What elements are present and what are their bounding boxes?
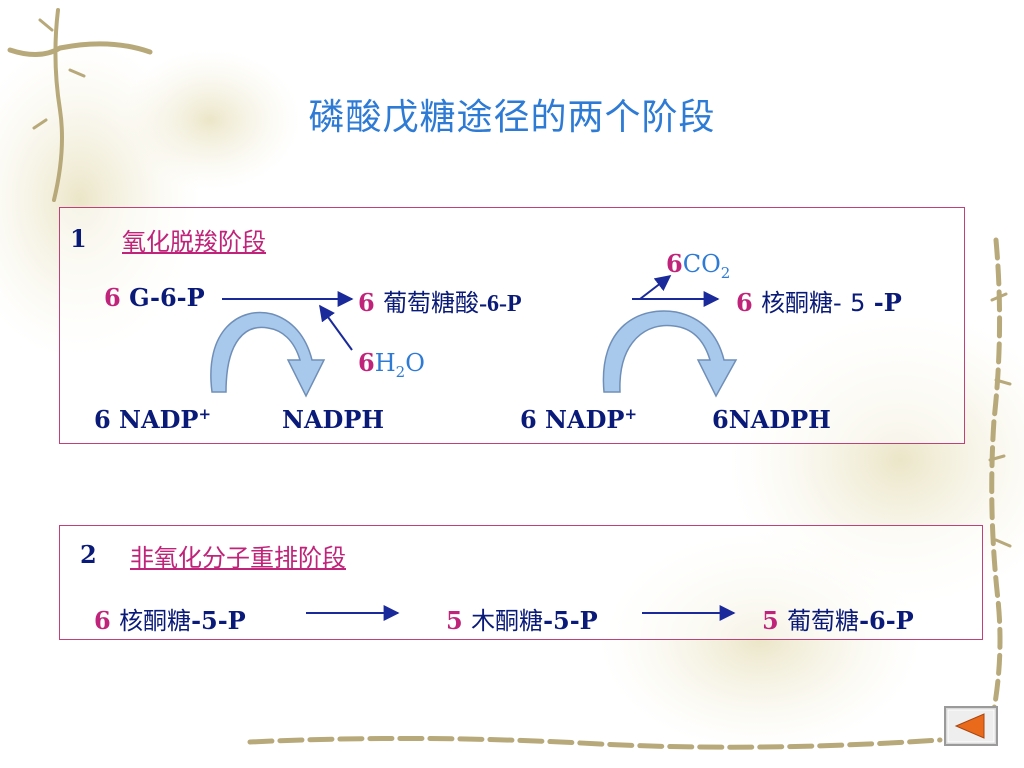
water-formula-b: O — [405, 349, 425, 377]
product-name-c: -P — [873, 288, 902, 317]
product-name-a: 核酮糖- — [761, 289, 842, 317]
stage1-heading: 氧化脱羧阶段 — [122, 228, 266, 256]
co2-sub: 2 — [720, 263, 731, 282]
stage1-reactant: 6 G-6-P — [104, 283, 205, 312]
reactant-name: G-6-P — [129, 283, 205, 312]
stage1-intermediate: 6 葡萄糖酸-6-P — [358, 283, 522, 318]
arrow-co2-out — [639, 275, 672, 300]
stage1-box — [59, 207, 965, 444]
stage2-heading: 非氧化分子重排阶段 — [130, 544, 346, 572]
stage2-step-3: 5 葡萄糖-6-P — [762, 606, 914, 635]
cofactor-nadp-1: 6 NADP+ — [94, 405, 212, 434]
stage1-co2: 6CO2 — [666, 249, 730, 282]
curved-arrow-left — [210, 311, 326, 398]
arrow-water-in — [319, 304, 353, 351]
stage2-step-2: 5 木酮糖-5-P — [446, 606, 598, 635]
intermediate-coef: 6 — [358, 288, 375, 317]
stage1-number: 1 — [70, 224, 87, 253]
water-formula-a: H — [374, 349, 396, 377]
stage1-water: 6H2O — [358, 348, 425, 381]
cofactor-nadph-2: 6NADPH — [712, 405, 831, 434]
cofactor-nadph-1: NADPH — [282, 405, 385, 434]
stage2-box — [59, 525, 983, 640]
intermediate-name: 葡萄糖酸-6-P — [383, 289, 522, 317]
water-coef: 6 — [358, 348, 375, 377]
co2-formula: CO — [682, 250, 721, 278]
back-arrow-icon — [944, 706, 998, 746]
co2-coef: 6 — [666, 249, 683, 278]
slide-title: 磷酸戊糖途径的两个阶段 — [308, 97, 716, 138]
cofactor-nadp-2: 6 NADP+ — [520, 405, 638, 434]
stage1-product: 6 核酮糖- 5 -P — [736, 283, 902, 318]
back-button[interactable] — [944, 706, 998, 746]
product-coef: 6 — [736, 288, 753, 317]
product-name-b: 5 — [850, 289, 866, 317]
curved-arrow-right — [602, 310, 738, 398]
stage2-step-1: 6 核酮糖-5-P — [94, 606, 246, 635]
stage2-number: 2 — [80, 540, 97, 569]
water-sub: 2 — [395, 362, 406, 381]
reactant-coef: 6 — [104, 283, 121, 312]
